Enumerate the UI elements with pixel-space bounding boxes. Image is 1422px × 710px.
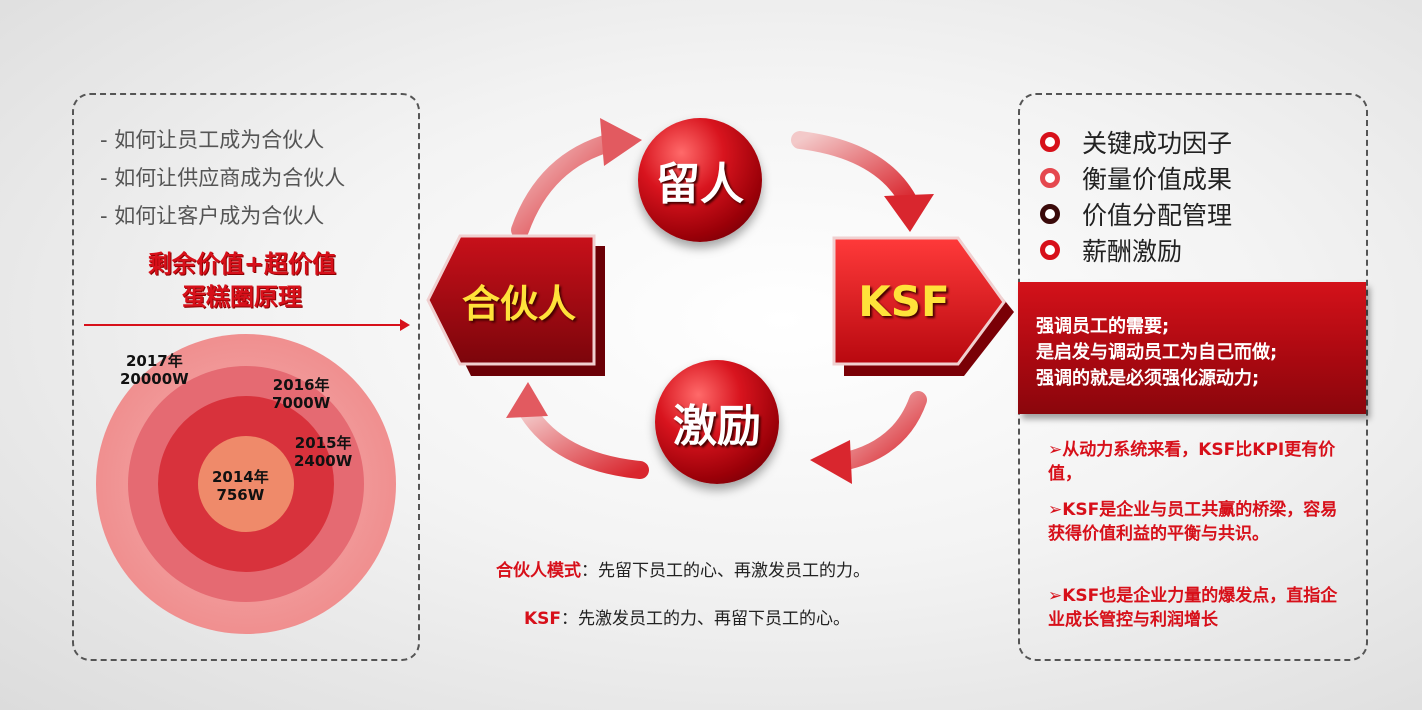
ring-2014 bbox=[198, 436, 294, 532]
ksf-shape bbox=[832, 236, 1006, 366]
arrow-bottom-to-left bbox=[519, 403, 649, 479]
emphasis-banner bbox=[1018, 282, 1366, 414]
banner-line-3: 强调的就是必须强化源动力; bbox=[1036, 368, 1260, 389]
left-panel bbox=[72, 93, 420, 661]
node-incentive: 激励 bbox=[655, 360, 779, 484]
node-retain: 留人 bbox=[638, 118, 762, 242]
ring-bullet-icon bbox=[1040, 204, 1060, 224]
arrow-right-to-bottom bbox=[833, 391, 927, 471]
question-supplier: - 如何让供应商成为合伙人 bbox=[100, 166, 346, 190]
caption-ksf: KSF：先激发员工的力、再留下员工的心。 bbox=[524, 609, 851, 629]
ring-bullet-icon bbox=[1040, 240, 1060, 260]
node-ksf-label: KSF bbox=[858, 276, 950, 326]
point-bridge: ➢KSF是企业与员工共赢的桥梁，容易获得价值利益的平衡与共识。 bbox=[1048, 500, 1338, 544]
factor-measure-value: 衡量价值成果 bbox=[1040, 160, 1232, 196]
emphasis-value: 剩余价值+超价值 bbox=[147, 250, 337, 278]
point-dynamics: ➢从动力系统来看，KSF比KPI更有价值， bbox=[1048, 440, 1336, 484]
caption-partner-mode: 合伙人模式：先留下员工的心、再激发员工的力。 bbox=[496, 561, 870, 581]
question-customer: - 如何让客户成为合伙人 bbox=[100, 204, 325, 228]
banner-line-1: 强调员工的需要; bbox=[1036, 316, 1170, 337]
arrow-right-to-bottom-head bbox=[810, 440, 852, 484]
arrow-top-to-right bbox=[791, 131, 917, 209]
arrow-left-to-top bbox=[511, 133, 621, 239]
ring-bullet-icon bbox=[1040, 168, 1060, 188]
factor-value-distribution: 价值分配管理 bbox=[1040, 196, 1232, 232]
question-employee: - 如何让员工成为合伙人 bbox=[100, 128, 325, 152]
arrow-bottom-to-left-head bbox=[506, 382, 548, 418]
arrow-top-to-right-head bbox=[884, 194, 934, 232]
factor-compensation: 薪酬激励 bbox=[1040, 232, 1182, 268]
banner-line-2: 是启发与调动员工为自己而做; bbox=[1036, 342, 1278, 363]
factor-key-success: 关键成功因子 bbox=[1040, 124, 1232, 160]
ring-bullet-icon bbox=[1040, 132, 1060, 152]
point-explosion: ➢KSF也是企业力量的爆发点，直指企业成长管控与利润增长 bbox=[1048, 586, 1338, 630]
node-partner-label: 合伙人 bbox=[461, 281, 576, 326]
arrowhead-icon bbox=[400, 319, 410, 331]
emphasis-principle: 蛋糕圈原理 bbox=[182, 283, 302, 311]
partner-shape bbox=[426, 234, 596, 366]
arrow-left-to-top-head bbox=[600, 118, 642, 166]
